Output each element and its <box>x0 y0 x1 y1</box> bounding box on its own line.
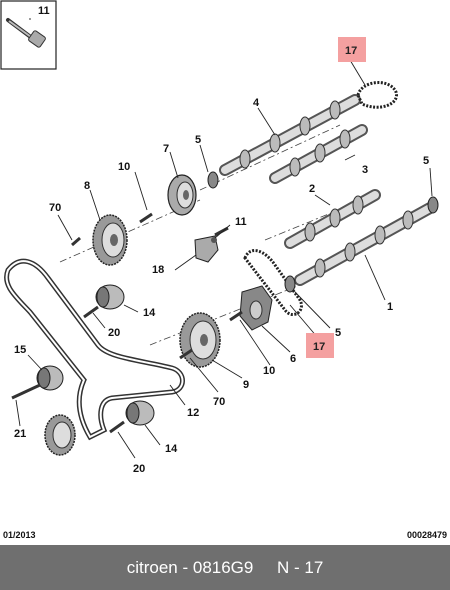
inset-bolt-box <box>0 0 57 70</box>
sprocket-9 <box>179 312 221 368</box>
diagram-doc-number: 00028479 <box>406 530 447 540</box>
callout-14-lower: 14 <box>165 443 178 455</box>
leader-lines <box>15 18 433 459</box>
callout-5-lower: 5 <box>335 327 341 339</box>
callout-1: 1 <box>387 301 393 313</box>
timing-belt <box>4 258 185 441</box>
idler-14-bottom <box>125 400 155 426</box>
callout-4: 4 <box>253 97 260 109</box>
idler-14-top <box>95 284 125 310</box>
callout-8: 8 <box>84 180 90 192</box>
chain-middle <box>243 249 303 316</box>
callout-11: 11 <box>235 216 247 228</box>
callout-20-upper: 20 <box>108 327 120 339</box>
callout-2: 2 <box>309 183 315 195</box>
callout-70-upper: 70 <box>49 202 61 214</box>
highlight-box-17-top <box>338 37 366 62</box>
cam-plate-6 <box>239 285 273 331</box>
callout-21: 21 <box>14 428 26 440</box>
chain-top <box>356 81 398 109</box>
caption-gap <box>253 558 277 578</box>
callout-5-right: 5 <box>423 155 429 167</box>
tensioner-15 <box>36 365 64 391</box>
callout-14-upper: 14 <box>143 307 156 319</box>
callout-12: 12 <box>187 407 199 419</box>
callout-9: 9 <box>243 379 249 391</box>
callout-5-upper: 5 <box>195 134 201 146</box>
camshaft-1 <box>294 202 436 286</box>
tensioner-18 <box>194 235 219 263</box>
caption-part-code: 0816G9 <box>192 557 254 577</box>
caption-ref: N - 17 <box>276 557 324 577</box>
caption-brand: citroen <box>126 557 178 577</box>
callout-17-middle: 17 <box>313 341 325 353</box>
caption-bar: citroen - 0816G9 N - 17 <box>0 545 450 590</box>
callout-11-inset: 11 <box>38 5 50 17</box>
highlight-box-17-middle <box>306 333 334 358</box>
camshaft-3 <box>269 124 368 184</box>
diagram-date: 01/2013 <box>3 530 36 540</box>
callout-6: 6 <box>290 353 296 365</box>
caption-separator: - <box>177 557 193 577</box>
callout-20-lower: 20 <box>133 463 145 475</box>
bolt-icon <box>6 18 46 48</box>
seal-rings <box>207 171 439 293</box>
callout-10-upper: 10 <box>118 161 130 173</box>
callout-15: 15 <box>14 344 26 356</box>
sprocket-7 <box>167 174 197 216</box>
axis-lines <box>59 124 376 346</box>
parts-diagram: 11 17 4 5 7 10 3 5 8 2 70 11 18 1 14 5 2… <box>0 0 439 475</box>
callout-17-top: 17 <box>345 45 357 57</box>
callout-18: 18 <box>152 264 164 276</box>
small-bolts <box>11 212 243 434</box>
camshaft-4 <box>219 94 361 176</box>
sprocket-8 <box>92 214 128 266</box>
callout-3: 3 <box>362 164 368 176</box>
camshaft-2 <box>284 189 381 249</box>
callout-10-lower: 10 <box>263 365 275 377</box>
callout-7: 7 <box>163 143 169 155</box>
callout-70-lower: 70 <box>213 396 225 408</box>
crank-sprocket <box>44 414 76 456</box>
